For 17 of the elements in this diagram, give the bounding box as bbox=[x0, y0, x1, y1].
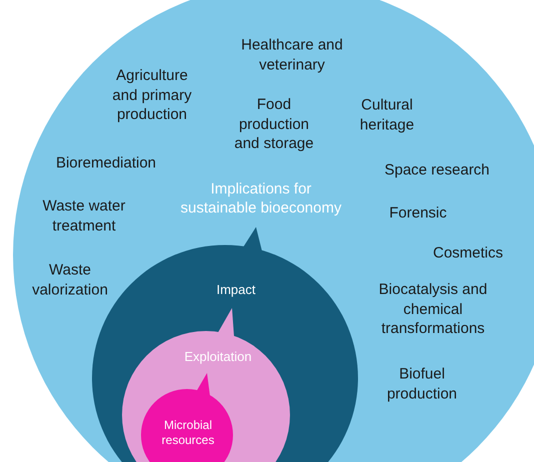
application-label: Bioremediation bbox=[54, 153, 158, 173]
outer-circle bbox=[13, 0, 534, 462]
circle-label: Impact bbox=[215, 282, 256, 298]
application-label: Forensic bbox=[388, 203, 448, 223]
circle-label: Implications for sustainable bioeconomy bbox=[180, 180, 342, 218]
application-label: Healthcare and veterinary bbox=[240, 36, 344, 74]
application-label: Biocatalysis and chemical transformations bbox=[378, 280, 488, 338]
application-label: Biofuel production bbox=[386, 364, 458, 404]
application-label: Waste valorization bbox=[31, 260, 109, 300]
circle-label: Microbial resources bbox=[160, 418, 216, 448]
application-label: Cultural heritage bbox=[358, 96, 416, 134]
application-label: Waste water treatment bbox=[42, 196, 126, 236]
circle-label: Exploitation bbox=[183, 348, 253, 366]
application-label: Agriculture and primary production bbox=[111, 66, 193, 124]
application-label: Food production and storage bbox=[233, 94, 315, 154]
application-label: Space research bbox=[383, 160, 491, 180]
application-label: Cosmetics bbox=[432, 243, 504, 263]
